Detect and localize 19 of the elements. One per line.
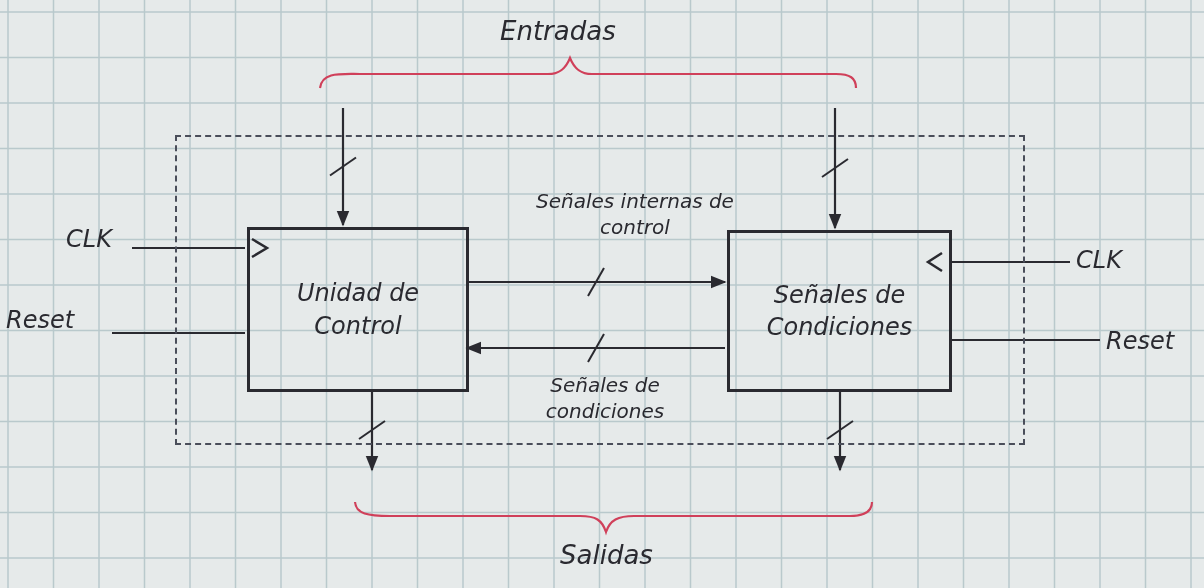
signal-line <box>950 260 1070 264</box>
arrow <box>828 108 842 230</box>
arrow <box>833 390 847 472</box>
edge-label: Señales de condiciones <box>544 372 666 424</box>
signal-line <box>132 246 245 250</box>
arrow <box>365 390 379 472</box>
block-box: Señales de Condiciones <box>727 230 952 392</box>
signal-line <box>112 331 245 335</box>
block-box: Unidad de Control <box>247 227 469 392</box>
arrow <box>467 275 727 289</box>
signal-line <box>950 338 1100 342</box>
group-label: Entradas <box>500 16 616 46</box>
arrow <box>336 108 350 227</box>
signal-name: Reset <box>6 304 75 336</box>
signal-name: Reset <box>1106 325 1175 357</box>
group-label: Salidas <box>560 540 653 570</box>
signal-name: CLK <box>1076 244 1122 276</box>
signal-name: CLK <box>66 223 112 255</box>
dashed-boundary <box>175 135 1025 445</box>
